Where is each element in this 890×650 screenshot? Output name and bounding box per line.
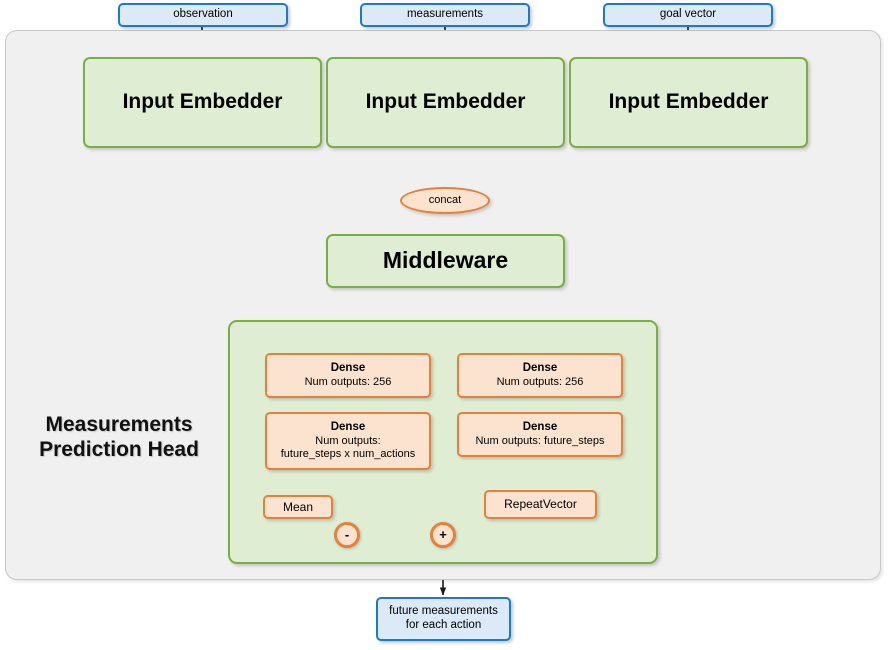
left-dense1-outputs: Num outputs: 256 xyxy=(304,375,392,388)
input-observation-label: observation xyxy=(173,8,233,21)
module-input-embedder-3[interactable]: Input Embedder xyxy=(569,57,808,148)
input-measurements[interactable]: measurements xyxy=(360,3,530,27)
layer-repeat-vector[interactable]: RepeatVector xyxy=(484,490,597,519)
module-input-embedder-1[interactable]: Input Embedder xyxy=(83,57,322,148)
op-add[interactable]: + xyxy=(430,522,456,548)
left-dense2-title: Dense xyxy=(330,421,366,434)
module-middleware[interactable]: Middleware xyxy=(326,234,565,288)
module-input-embedder-2[interactable]: Input Embedder xyxy=(326,57,565,148)
layer-mean[interactable]: Mean xyxy=(263,495,333,519)
output-future-measurements[interactable]: future measurements for each action xyxy=(376,597,511,641)
prediction-head-title-line1: Measurements xyxy=(45,413,193,437)
left-dense2-outputs-line1: Num outputs: xyxy=(315,434,381,447)
op-subtract[interactable]: - xyxy=(334,522,360,548)
input-observation[interactable]: observation xyxy=(118,3,288,27)
input-measurements-label: measurements xyxy=(406,8,484,21)
right-dense1-outputs: Num outputs: 256 xyxy=(496,375,584,388)
add-symbol: + xyxy=(439,527,447,543)
right-dense2-outputs: Num outputs: future_steps xyxy=(475,434,605,447)
input-goal-vector-label: goal vector xyxy=(659,8,717,21)
prediction-head-title-line2: Prediction Head xyxy=(39,438,199,461)
layer-right-dense-future-steps[interactable]: Dense Num outputs: future_steps xyxy=(457,412,623,457)
layer-right-dense-256[interactable]: Dense Num outputs: 256 xyxy=(457,353,623,398)
layer-left-dense-future-steps-actions[interactable]: Dense Num outputs: future_steps x num_ac… xyxy=(265,412,431,470)
right-dense1-title: Dense xyxy=(522,362,558,375)
subtract-symbol: - xyxy=(344,527,350,543)
input-embedder-1-label: Input Embedder xyxy=(122,90,283,114)
op-concat[interactable]: concat xyxy=(400,187,490,214)
input-goal-vector[interactable]: goal vector xyxy=(603,3,773,27)
output-label-line1: future measurements xyxy=(389,605,498,618)
mean-label: Mean xyxy=(282,499,314,514)
left-dense1-title: Dense xyxy=(330,362,366,375)
prediction-head-title: Measurements Prediction Head xyxy=(16,408,222,468)
left-dense2-outputs-line2: future_steps x num_actions xyxy=(280,447,416,460)
input-embedder-3-label: Input Embedder xyxy=(608,90,769,114)
input-embedder-2-label: Input Embedder xyxy=(365,90,526,114)
output-label-line2: for each action xyxy=(405,619,482,631)
right-dense2-title: Dense xyxy=(522,421,558,434)
concat-label: concat xyxy=(428,194,462,207)
repeat-vector-label: RepeatVector xyxy=(504,497,577,512)
layer-left-dense-256[interactable]: Dense Num outputs: 256 xyxy=(265,353,431,398)
middleware-label: Middleware xyxy=(382,247,509,274)
